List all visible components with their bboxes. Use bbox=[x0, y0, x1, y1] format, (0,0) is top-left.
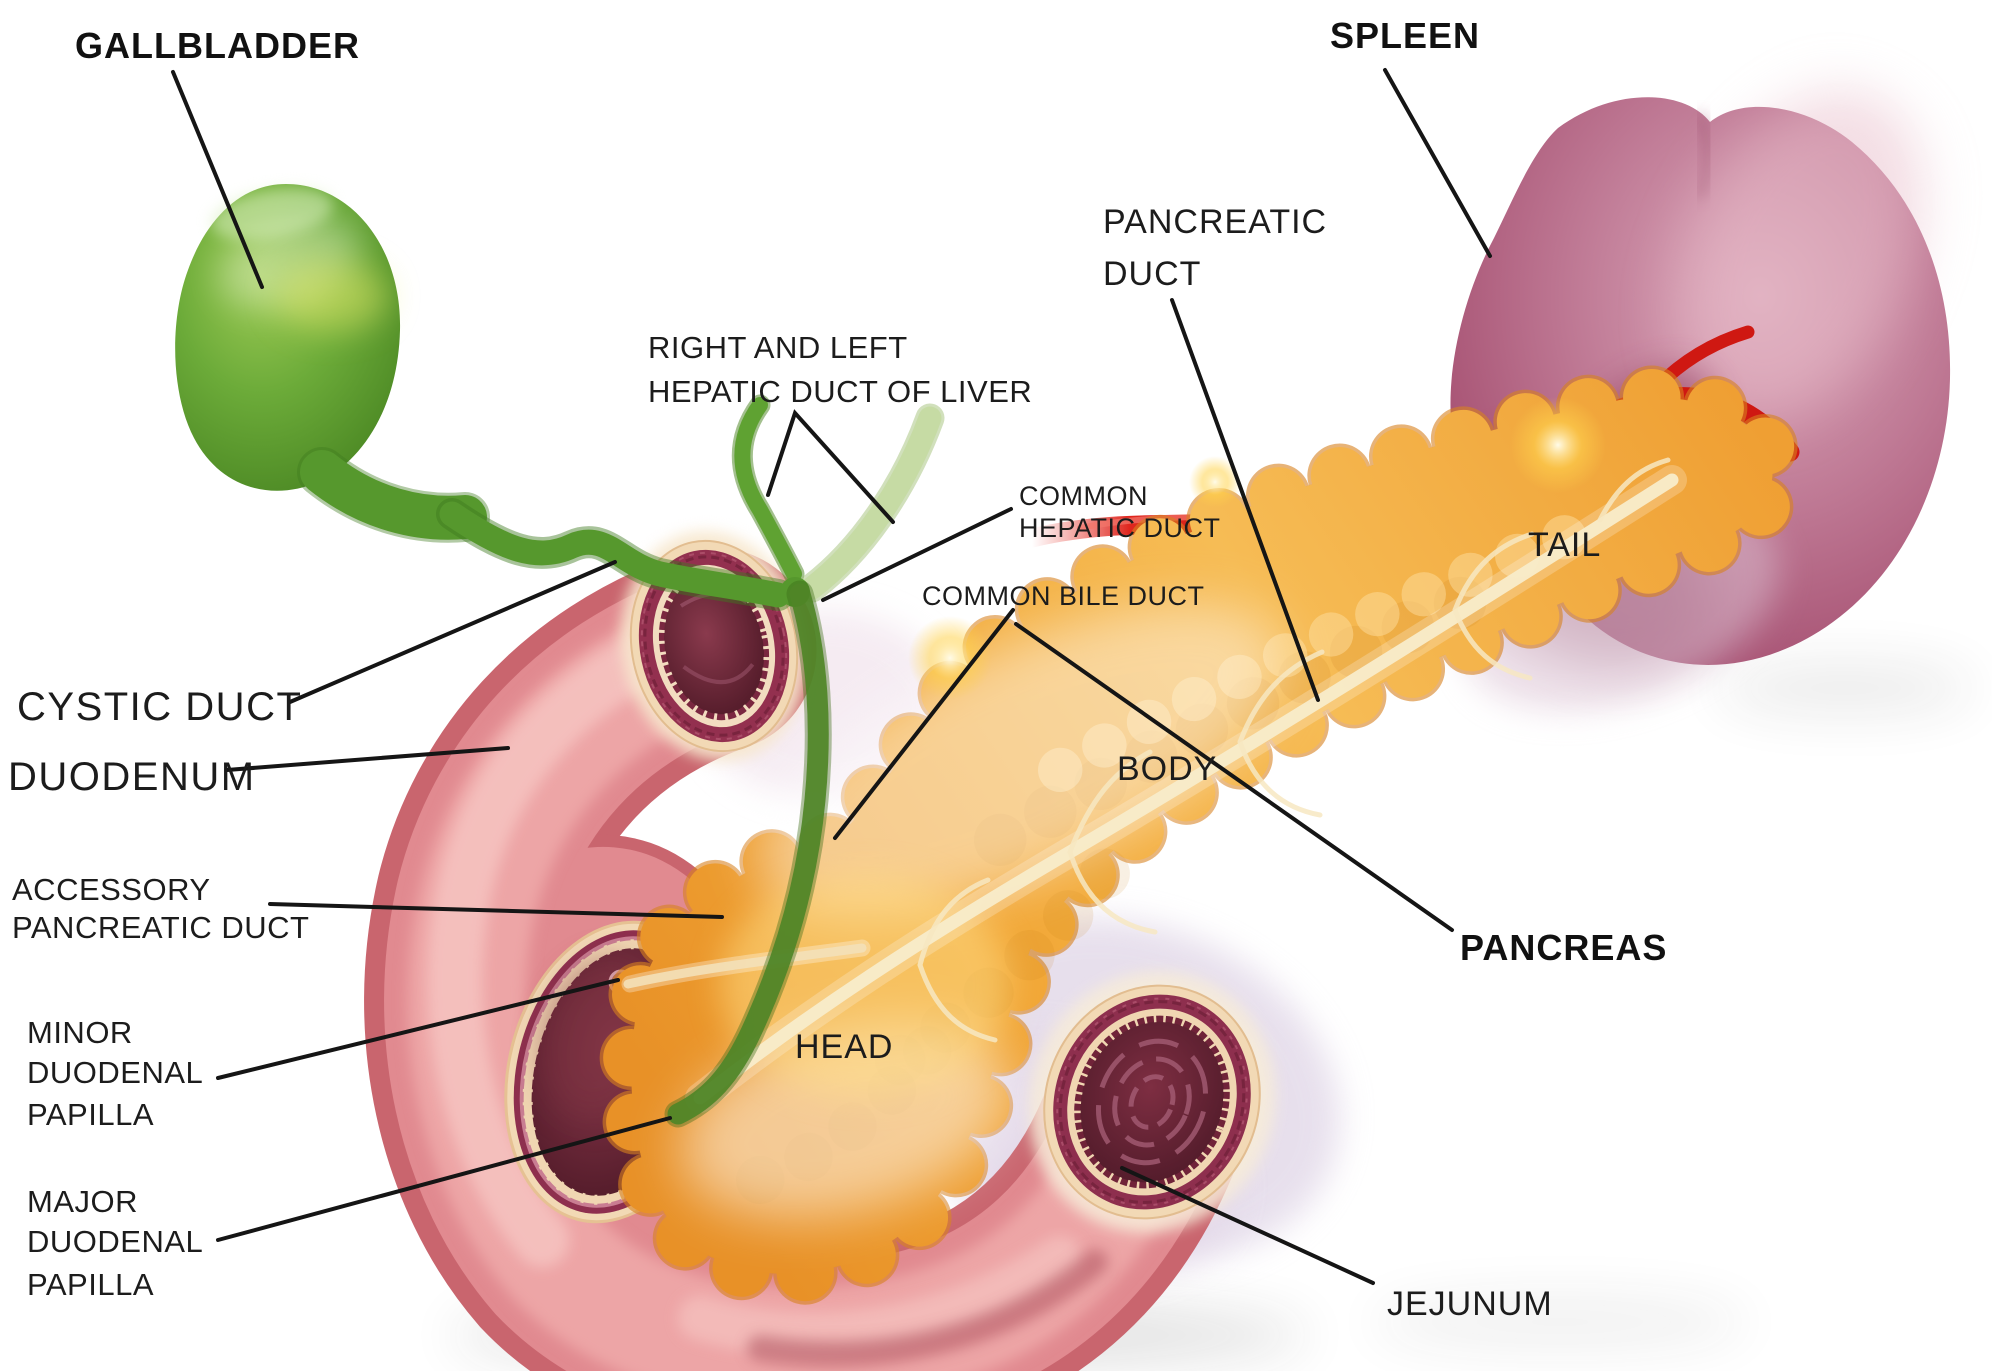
label-region-tail: TAIL bbox=[1528, 526, 1601, 564]
label-region-body: BODY bbox=[1117, 750, 1217, 788]
jejunum-cross-section bbox=[1028, 971, 1276, 1233]
cystic-duct-structure bbox=[439, 501, 791, 608]
label-jejunum: JEJUNUM bbox=[1387, 1285, 1553, 1323]
label-hepatic-ducts-line1: RIGHT AND LEFT bbox=[648, 330, 908, 365]
leader-spleen bbox=[1383, 68, 1492, 258]
label-accessory-line1: ACCESSORY bbox=[12, 872, 211, 907]
leader-lines bbox=[171, 68, 1492, 1285]
label-minor-papilla-line2: DUODENAL bbox=[27, 1055, 203, 1090]
leader-common-bile-duct bbox=[833, 608, 1015, 840]
leader-major-duodenal-papilla bbox=[216, 1116, 672, 1242]
label-gallbladder: GALLBLADDER bbox=[75, 25, 360, 66]
leader-cystic-duct bbox=[288, 560, 617, 704]
leader-hepatic-ducts bbox=[766, 409, 895, 524]
accessory-pancreatic-duct-structure bbox=[621, 939, 871, 993]
leader-pancreas bbox=[1014, 622, 1454, 932]
label-common-hepatic-duct-line2: HEPATIC DUCT bbox=[1019, 513, 1221, 543]
leader-jejunum bbox=[1120, 1166, 1375, 1285]
label-minor-papilla-line3: PAPILLA bbox=[27, 1097, 154, 1132]
label-accessory-line2: PANCREATIC DUCT bbox=[12, 910, 309, 945]
label-major-papilla-line2: DUODENAL bbox=[27, 1224, 203, 1259]
left-hepatic-duct bbox=[734, 397, 802, 582]
gallbladder-organ bbox=[175, 184, 794, 611]
label-spleen: SPLEEN bbox=[1330, 15, 1480, 56]
leader-accessory-pancreatic-duct bbox=[268, 902, 724, 919]
label-major-papilla-line3: PAPILLA bbox=[27, 1267, 154, 1302]
leader-gallbladder bbox=[171, 70, 264, 289]
common-bile-duct-structure bbox=[664, 577, 832, 1128]
pancreatic-duct-structure bbox=[621, 457, 1687, 1113]
leader-pancreatic-duct bbox=[1170, 298, 1320, 702]
leader-common-hepatic-duct bbox=[821, 507, 1013, 602]
label-common-bile-duct: COMMON BILE DUCT bbox=[922, 581, 1205, 611]
label-region-head: HEAD bbox=[795, 1028, 893, 1066]
label-cystic-duct: CYSTIC DUCT bbox=[17, 685, 302, 729]
leader-minor-duodenal-papilla bbox=[216, 978, 620, 1080]
label-major-papilla-line1: MAJOR bbox=[27, 1184, 138, 1219]
leader-duodenum bbox=[225, 746, 510, 772]
label-minor-papilla-line1: MINOR bbox=[27, 1015, 133, 1050]
label-pancreatic-duct-line2: DUCT bbox=[1103, 255, 1201, 293]
label-common-hepatic-duct-line1: COMMON bbox=[1019, 481, 1148, 511]
label-hepatic-ducts-line2: HEPATIC DUCT OF LIVER bbox=[648, 374, 1032, 409]
labels: GALLBLADDER SPLEEN PANCREATIC DUCT RIGHT… bbox=[8, 15, 1667, 1323]
label-duodenum: DUODENUM bbox=[8, 755, 256, 799]
label-pancreatic-duct-line1: PANCREATIC bbox=[1103, 203, 1327, 241]
label-pancreas: PANCREAS bbox=[1460, 927, 1667, 968]
